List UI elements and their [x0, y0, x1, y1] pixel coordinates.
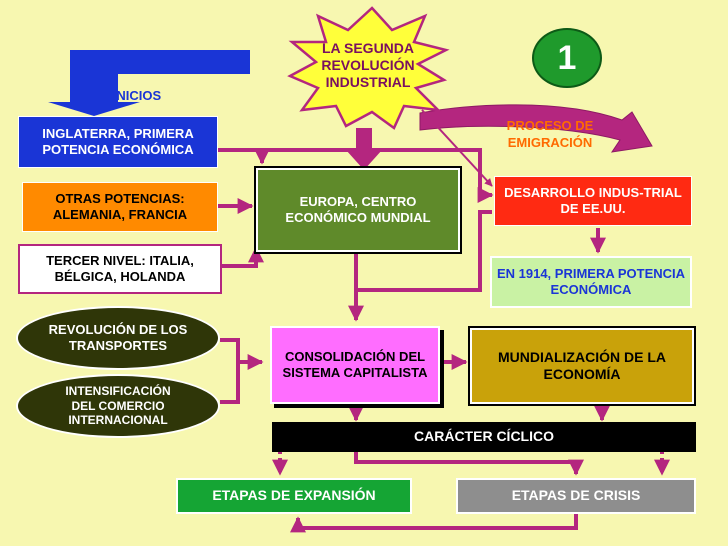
link-ciclico-crisis [354, 452, 584, 476]
step-number-badge: 1 [532, 28, 602, 88]
inicios-label: INICIOS [112, 88, 162, 103]
title-star-shape [287, 6, 450, 130]
link-tercer-europa [222, 246, 264, 268]
node-caracter-ciclico: CARÁCTER CÍCLICO [272, 422, 696, 452]
node-tercer-nivel: TERCER NIVEL: ITALIA, BÉLGICA, HOLANDA [18, 244, 222, 294]
node-inglaterra: INGLATERRA, PRIMERA POTENCIA ECONÓMICA [18, 116, 218, 168]
node-revolucion-transportes: REVOLUCIÓN DE LOS TRANSPORTES [16, 306, 220, 370]
node-consolidacion: CONSOLIDACIÓN DEL SISTEMA CAPITALISTA [270, 326, 440, 404]
link-crisis-expansion [290, 514, 578, 533]
node-europa: EUROPA, CENTRO ECONÓMICO MUNDIAL [256, 168, 460, 252]
link-transportes-consolidacion [220, 338, 262, 404]
node-otras-potencias: OTRAS POTENCIAS: ALEMANIA, FRANCIA [22, 182, 218, 232]
node-etapas-expansion: ETAPAS DE EXPANSIÓN [176, 478, 412, 514]
node-eeuu-1914: EN 1914, PRIMERA POTENCIA ECONÓMICA [490, 256, 692, 308]
node-mundializacion: MUNDIALIZACIÓN DE LA ECONOMÍA [470, 328, 694, 404]
link-star-eeuu [421, 109, 493, 187]
emigration-arrow [419, 104, 653, 153]
node-proceso-emigracion: PROCESO DE EMIGRACIÓN [506, 118, 594, 150]
title-text: LA SEGUNDA REVOLUCIÓN INDUSTRIAL [321, 40, 415, 91]
node-etapas-crisis: ETAPAS DE CRISIS [456, 478, 696, 514]
node-intensificacion-comercio: INTENSIFICACIÓN DEL COMERCIO INTERNACION… [16, 374, 220, 438]
node-desarrollo-eeuu: DESARROLLO INDUS-TRIAL DE EE.UU. [494, 176, 692, 226]
inicios-arrow [48, 50, 250, 116]
link-eeuu-consolidacion [358, 210, 492, 292]
